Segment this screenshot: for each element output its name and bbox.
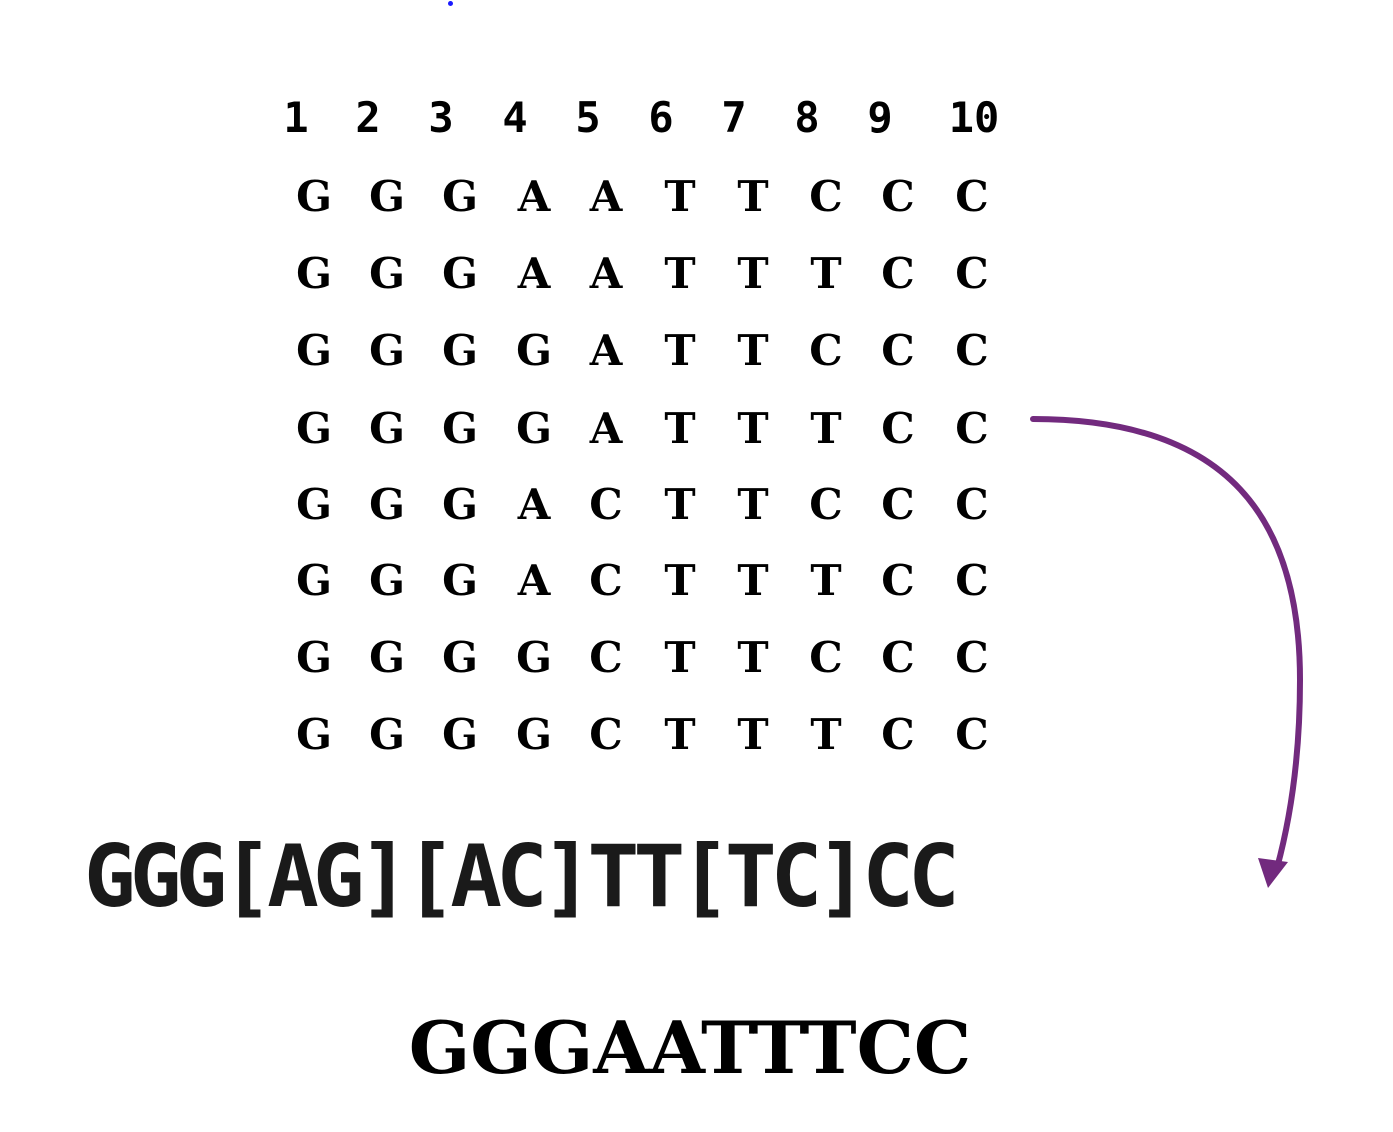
base-letter: C xyxy=(955,172,989,221)
base-letter: G xyxy=(296,480,332,529)
base-letter: C xyxy=(881,480,915,529)
base-letter: T xyxy=(664,249,696,298)
base-letter: C xyxy=(955,633,989,682)
base-letter: C xyxy=(881,172,915,221)
base-letter: C xyxy=(589,710,623,759)
base-letter: A xyxy=(589,249,623,298)
base-letter: T xyxy=(737,480,769,529)
base-letter: T xyxy=(664,480,696,529)
base-letter: G xyxy=(296,326,332,375)
base-letter: G xyxy=(369,249,405,298)
position-label: 2 xyxy=(355,93,381,142)
base-letter: G xyxy=(442,480,478,529)
position-label: 6 xyxy=(648,93,674,142)
base-letter: G xyxy=(369,326,405,375)
base-letter: C xyxy=(589,480,623,529)
base-letter: C xyxy=(881,556,915,605)
base-letter: G xyxy=(442,710,478,759)
base-letter: A xyxy=(589,172,623,221)
consensus-sequence: GGGAATTTCC xyxy=(408,1005,972,1090)
position-label: 3 xyxy=(428,93,454,142)
base-letter: T xyxy=(810,249,842,298)
base-letter: G xyxy=(516,633,552,682)
base-letter: G xyxy=(296,556,332,605)
base-letter: C xyxy=(955,710,989,759)
base-letter: G xyxy=(442,172,478,221)
base-letter: T xyxy=(810,404,842,453)
position-label: 5 xyxy=(575,93,601,142)
base-letter: A xyxy=(589,404,623,453)
base-letter: G xyxy=(296,404,332,453)
base-letter: T xyxy=(664,556,696,605)
position-label: 8 xyxy=(794,93,820,142)
base-letter: G xyxy=(442,249,478,298)
base-letter: G xyxy=(369,633,405,682)
base-letter: C xyxy=(955,249,989,298)
base-letter: G xyxy=(296,249,332,298)
base-letter: G xyxy=(516,404,552,453)
base-letter: T xyxy=(737,249,769,298)
position-label: 4 xyxy=(502,93,528,142)
base-letter: G xyxy=(369,480,405,529)
base-letter: G xyxy=(369,556,405,605)
base-letter: T xyxy=(737,633,769,682)
base-letter: T xyxy=(737,404,769,453)
arrow-curve xyxy=(1030,416,1304,871)
base-letter: C xyxy=(955,480,989,529)
base-letter: A xyxy=(517,172,551,221)
position-label: 10 xyxy=(948,93,1000,142)
base-letter: C xyxy=(809,633,843,682)
base-letter: C xyxy=(955,326,989,375)
base-letter: G xyxy=(296,172,332,221)
base-letter: G xyxy=(442,633,478,682)
base-letter: A xyxy=(517,556,551,605)
base-letter: G xyxy=(369,710,405,759)
base-letter: G xyxy=(369,172,405,221)
base-letter: G xyxy=(442,556,478,605)
base-letter: G xyxy=(296,633,332,682)
base-letter: C xyxy=(809,326,843,375)
position-label: 1 xyxy=(283,93,309,142)
base-letter: G xyxy=(516,326,552,375)
base-letter: C xyxy=(881,710,915,759)
base-letter: T xyxy=(664,710,696,759)
base-letter: T xyxy=(737,326,769,375)
base-letter: A xyxy=(517,249,551,298)
base-letter: T xyxy=(737,710,769,759)
base-letter: T xyxy=(810,556,842,605)
base-letter: C xyxy=(589,556,623,605)
base-letter: C xyxy=(881,404,915,453)
base-letter: T xyxy=(664,326,696,375)
base-letter: G xyxy=(442,404,478,453)
base-letter: C xyxy=(881,633,915,682)
base-letter: T xyxy=(737,556,769,605)
base-letter: C xyxy=(589,633,623,682)
base-letter: T xyxy=(664,404,696,453)
base-letter: T xyxy=(810,710,842,759)
base-letter: G xyxy=(442,326,478,375)
arrowhead xyxy=(1258,858,1288,888)
base-letter: G xyxy=(369,404,405,453)
base-letter: G xyxy=(516,710,552,759)
base-letter: C xyxy=(881,249,915,298)
regex-pattern: GGG[AG][AC]TT[TC]CC xyxy=(84,827,960,927)
base-letter: A xyxy=(589,326,623,375)
base-letter: T xyxy=(664,172,696,221)
base-letter: T xyxy=(737,172,769,221)
base-letter: C xyxy=(955,556,989,605)
base-letter: T xyxy=(664,633,696,682)
base-letter: C xyxy=(881,326,915,375)
base-letter: A xyxy=(517,480,551,529)
position-label: 9 xyxy=(867,93,893,142)
marker-dot xyxy=(448,1,453,6)
position-label: 7 xyxy=(721,93,747,142)
base-letter: C xyxy=(809,480,843,529)
base-letter: C xyxy=(955,404,989,453)
base-letter: G xyxy=(296,710,332,759)
base-letter: C xyxy=(809,172,843,221)
